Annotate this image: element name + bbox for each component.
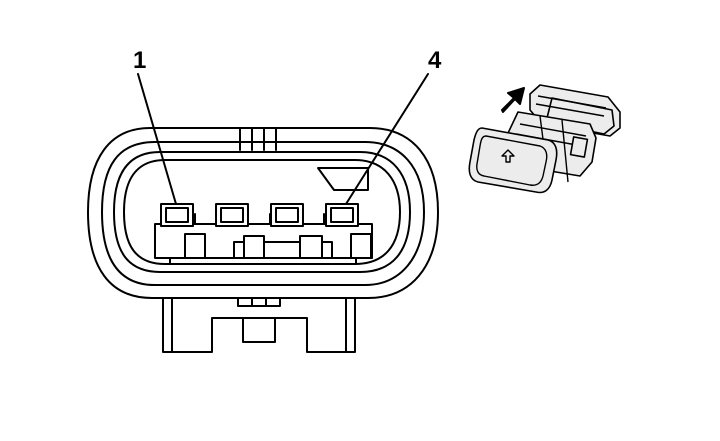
connector-inner-cavity — [113, 151, 411, 273]
pin-1-label: 1 — [133, 47, 146, 74]
connector-isometric-view — [468, 84, 621, 194]
terminal-cavity-1 — [160, 203, 194, 227]
lock-window — [350, 233, 372, 259]
pin-4-leader-line — [345, 73, 429, 205]
pin-4-label: 4 — [428, 47, 442, 74]
terminal-cavity-2 — [215, 203, 249, 227]
lock-window — [184, 233, 206, 259]
connector-top-latch — [239, 127, 277, 151]
terminal-cavity-4 — [325, 203, 359, 227]
connector-face-view: 1 4 — [87, 47, 442, 353]
connector-housing-rim — [101, 141, 425, 286]
terminal-cavity-3 — [270, 203, 304, 227]
secondary-lock — [233, 235, 333, 259]
insertion-arrow — [501, 87, 525, 113]
pin-1-leader-line — [137, 73, 177, 205]
connector-key-notch — [317, 167, 369, 191]
